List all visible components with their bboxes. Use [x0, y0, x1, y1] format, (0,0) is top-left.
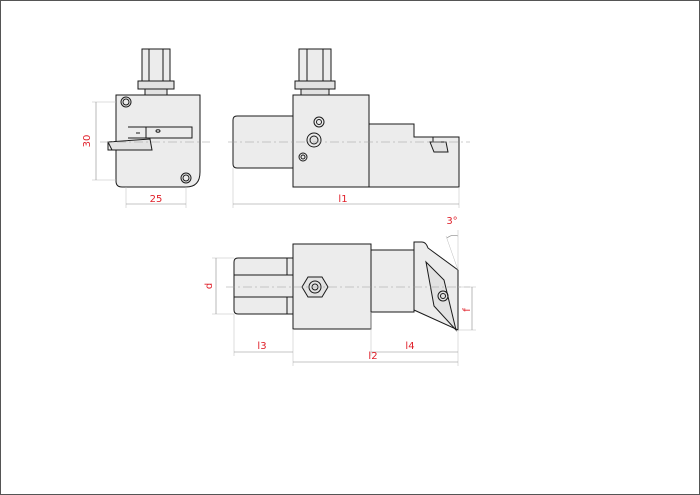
- dim-label-25: 25: [150, 194, 163, 205]
- front-fitting-base: [137, 80, 175, 90]
- dim-label-l4: l4: [405, 341, 414, 352]
- side-main-body: [292, 94, 370, 188]
- dim-label-l3: l3: [257, 341, 266, 352]
- side-fitting-base: [294, 80, 336, 90]
- front-insert: [107, 138, 153, 151]
- top-shank: [233, 257, 294, 315]
- dim-label-l2: l2: [368, 351, 377, 362]
- dim-label-f: f: [462, 308, 473, 312]
- dim-label-30: 30: [82, 135, 93, 148]
- side-view: l1: [228, 48, 470, 208]
- top-head: [370, 249, 415, 313]
- side-head: [368, 123, 460, 188]
- top-view: d l3 l4 l2 f 3°: [204, 216, 476, 366]
- front-fitting-nut: [141, 48, 171, 82]
- dim-label-3-degree: 3°: [446, 216, 457, 227]
- side-coolant-port: [306, 132, 322, 148]
- front-body: [107, 94, 201, 188]
- side-fitting-nut: [298, 48, 332, 82]
- dim-label-l1: l1: [338, 194, 347, 205]
- front-screw-hole-top: [120, 96, 132, 108]
- dim-label-d: d: [204, 283, 215, 289]
- front-screw-hole-bottom: [180, 172, 192, 184]
- front-view: 30 25: [82, 48, 210, 208]
